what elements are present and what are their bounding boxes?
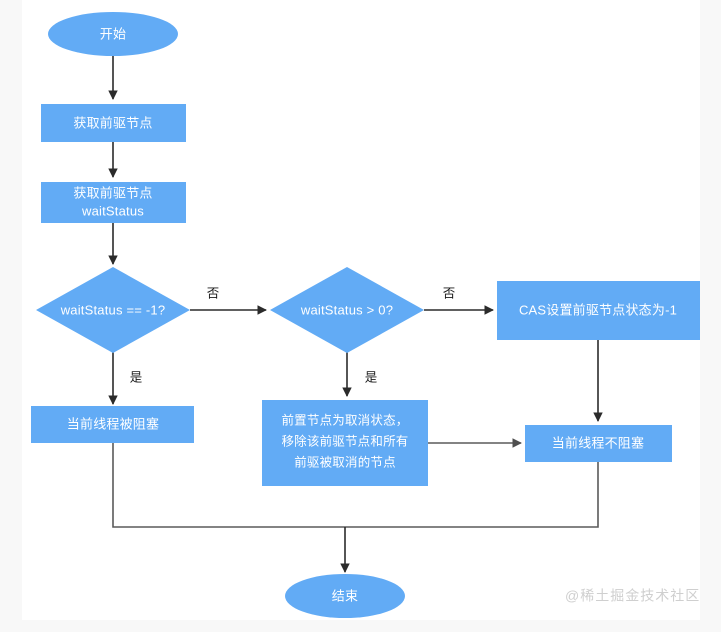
node-decision-waitstatus-gt-zero[interactable]: waitStatus > 0? xyxy=(270,267,424,353)
node-remove-cancelled[interactable]: 前置节点为取消状态， 移除该前驱节点和所有 前驱被取消的节点 xyxy=(262,400,428,486)
node-thread-blocked[interactable]: 当前线程被阻塞 xyxy=(31,406,194,443)
remove-cancelled-label-line2: 移除该前驱节点和所有 xyxy=(281,433,408,448)
start-label: 开始 xyxy=(100,26,126,41)
decision-gt-zero-label: waitStatus > 0? xyxy=(300,302,393,317)
get-waitstatus-rect xyxy=(41,182,186,223)
node-cas-set-predecessor[interactable]: CAS设置前驱节点状态为-1 xyxy=(497,281,700,340)
node-end[interactable]: 结束 xyxy=(285,574,405,618)
thread-not-blocked-label: 当前线程不阻塞 xyxy=(552,435,644,450)
get-predecessor-rect xyxy=(41,104,186,142)
get-waitstatus-label-line2: waitStatus xyxy=(81,203,144,218)
node-get-predecessor[interactable]: 获取前驱节点 xyxy=(41,104,186,142)
edge-label-decision1-yes: 是 xyxy=(130,370,143,384)
edge-label-decision2-yes: 是 xyxy=(365,370,378,384)
node-start[interactable]: 开始 xyxy=(48,12,178,56)
edge-merge-bottom-rail xyxy=(112,443,599,528)
end-ellipse xyxy=(285,574,405,618)
decision-minus-one-label: waitStatus == -1? xyxy=(60,302,166,317)
thread-blocked-label: 当前线程被阻塞 xyxy=(67,416,159,431)
watermark-text: @稀土掘金技术社区 xyxy=(565,588,700,604)
edge-label-decision2-no: 否 xyxy=(443,286,456,300)
thread-not-blocked-rect xyxy=(525,425,672,462)
get-predecessor-label: 获取前驱节点 xyxy=(73,115,152,130)
node-thread-not-blocked[interactable]: 当前线程不阻塞 xyxy=(525,425,672,462)
node-get-waitstatus[interactable]: 获取前驱节点 waitStatus xyxy=(41,182,186,223)
end-label: 结束 xyxy=(332,588,358,603)
remove-cancelled-label-line3: 前驱被取消的节点 xyxy=(294,454,396,469)
get-waitstatus-label-line1: 获取前驱节点 xyxy=(73,185,152,200)
start-ellipse xyxy=(48,12,178,56)
decision-gt-zero-diamond xyxy=(270,267,424,353)
edge-label-decision1-no: 否 xyxy=(207,286,220,300)
decision-minus-one-diamond xyxy=(36,267,190,353)
remove-cancelled-label-line1: 前置节点为取消状态， xyxy=(281,412,408,427)
remove-cancelled-rect xyxy=(262,400,428,486)
cas-set-rect xyxy=(497,281,700,340)
cas-set-label: CAS设置前驱节点状态为-1 xyxy=(519,302,677,317)
node-decision-waitstatus-minus-one[interactable]: waitStatus == -1? xyxy=(36,267,190,353)
thread-blocked-rect xyxy=(31,406,194,443)
